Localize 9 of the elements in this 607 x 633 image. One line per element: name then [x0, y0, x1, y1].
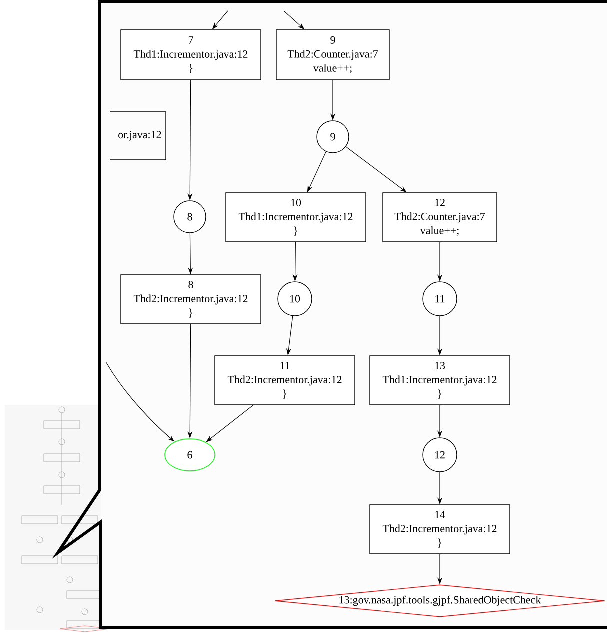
process-box: 11 Thd2:Incrementor.java:12 }	[214, 356, 356, 406]
process-box: 9 Thd2:Counter.java:7 value++;	[276, 30, 390, 80]
process-box: 8 Thd2:Incrementor.java:12 }	[120, 274, 262, 324]
clipped-box: or.java:12	[110, 112, 166, 160]
process-box: 10 Thd1:Incrementor.java:12 }	[226, 192, 366, 242]
process-box: 7 Thd1:Incrementor.java:12 }	[120, 30, 262, 80]
process-box: 13 Thd1:Incrementor.java:12 }	[370, 356, 510, 406]
process-box: 14 Thd2:Incrementor.java:12 }	[370, 504, 510, 554]
process-box: 12 Thd2:Counter.java:7 value++;	[382, 192, 498, 242]
